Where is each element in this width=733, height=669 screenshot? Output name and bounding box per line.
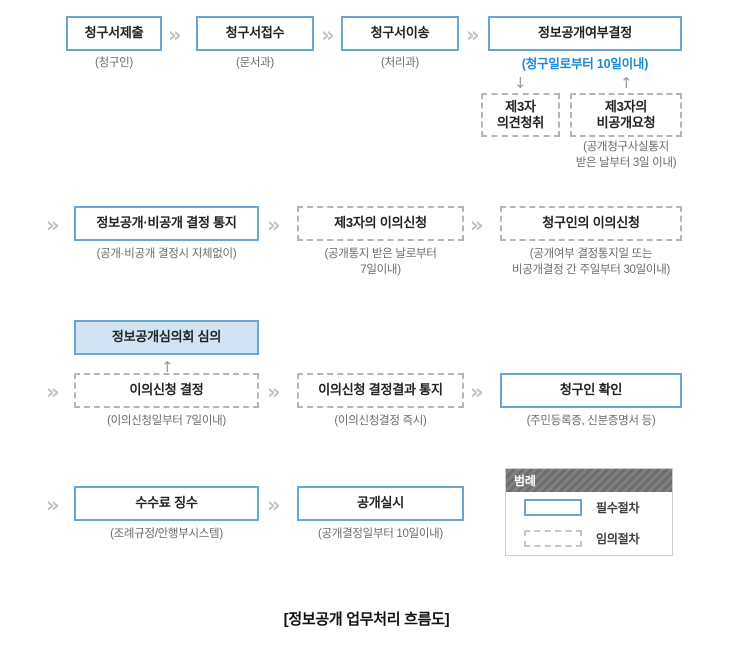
node-je3ja-uiuisincheong[interactable]: 제3자의 이의신청	[297, 206, 464, 241]
node-cheonggu-seo-jechul[interactable]: 청구서제출	[66, 16, 162, 51]
arrow-up-icon: ↑	[620, 74, 633, 92]
node-caption: (공개·비공개 결정시 지체없이)	[96, 248, 237, 260]
node-jeongbo-gonggae-yeobu-gyeoljeong[interactable]: 정보공개여부결정	[488, 16, 682, 51]
node-caption: (공개통지 받은 날로부터 7일이내)	[324, 248, 437, 276]
legend-title: 범례	[506, 469, 672, 492]
arrow-up-icon: ↑	[161, 358, 174, 376]
legend-label-required: 필수절차	[596, 501, 640, 515]
chevron-icon: »	[466, 23, 480, 47]
node-je3ja-bigonggae-yocheong[interactable]: 제3자의 비공개요청	[570, 93, 682, 137]
node-label: 제3자의 비공개요청	[596, 98, 656, 130]
node-cheonggu-seo-jeopsu[interactable]: 청구서접수	[196, 16, 314, 51]
node-label: 청구인의 이의신청	[542, 215, 640, 231]
chevron-icon: »	[470, 380, 484, 404]
node-label: 청구인 확인	[559, 382, 623, 398]
node-caption: (문서과)	[236, 57, 274, 69]
chevron-icon: »	[470, 213, 484, 237]
node-susuryo-jingsu[interactable]: 수수료 징수	[74, 486, 259, 521]
node-label: 정보공개심의회 심의	[111, 329, 222, 345]
node-cheongguin-uiuisincheong[interactable]: 청구인의 이의신청	[500, 206, 682, 241]
legend-swatch-required	[524, 499, 582, 516]
node-gonggae-silsi[interactable]: 공개실시	[297, 486, 464, 521]
node-caption: (청구인)	[95, 57, 133, 69]
chevron-icon: »	[46, 493, 60, 517]
node-caption: (이의신청일부터 7일이내)	[107, 415, 226, 427]
node-label: 청구서접수	[225, 25, 285, 41]
node-cheongguin-hwagin[interactable]: 청구인 확인	[500, 373, 682, 408]
node-label: 제3자 의견청취	[496, 98, 545, 130]
node-label: 정보공개·비공개 결정 통지	[96, 215, 237, 231]
node-label: 제3자의 이의신청	[334, 215, 427, 231]
node-caption: (처리과)	[381, 57, 419, 69]
figure-title: [정보공개 업무처리 흐름도]	[283, 611, 450, 628]
node-uiuisincheong-gyeoljeong[interactable]: 이의신청 결정	[74, 373, 259, 408]
node-cheonggu-seo-isong[interactable]: 청구서이송	[341, 16, 459, 51]
node-caption: (이의신청결정 즉시)	[334, 415, 427, 427]
chevron-icon: »	[46, 380, 60, 404]
node-simuihoe-simui[interactable]: 정보공개심의회 심의	[74, 320, 259, 355]
node-gyeoljeong-gyeolgwa-tongji[interactable]: 이의신청 결정결과 통지	[297, 373, 464, 408]
node-caption: (주민등록증, 신분증명서 등)	[526, 415, 656, 427]
node-caption: (공개청구사실통지 받은 날부터 3일 이내)	[575, 141, 677, 169]
chevron-icon: »	[267, 213, 281, 237]
chevron-icon: »	[267, 380, 281, 404]
legend-swatch-optional	[524, 530, 582, 547]
node-je3ja-uigyeon-cheongchwi[interactable]: 제3자 의견청취	[481, 93, 560, 137]
chevron-icon: »	[46, 213, 60, 237]
node-caption: (조례규정/안행부시스템)	[110, 528, 223, 540]
node-label: 이의신청 결정	[129, 382, 204, 398]
node-caption: (공개결정일부터 10일이내)	[318, 528, 443, 540]
node-label: 이의신청 결정결과 통지	[318, 382, 443, 398]
node-label: 수수료 징수	[135, 495, 198, 511]
legend-panel: 범례 필수절차 임의절차	[505, 468, 673, 556]
node-label: 정보공개여부결정	[537, 25, 633, 41]
chevron-icon: »	[267, 493, 281, 517]
node-caption-deadline: (청구일로부터 10일이내)	[521, 57, 649, 71]
legend-item-required: 필수절차	[506, 492, 672, 523]
node-label: 청구서이송	[370, 25, 430, 41]
chevron-icon: »	[168, 23, 182, 47]
node-gyeoljeong-tongji[interactable]: 정보공개·비공개 결정 통지	[74, 206, 259, 241]
node-label: 청구서제출	[84, 25, 144, 41]
node-label: 공개실시	[356, 495, 405, 511]
legend-item-optional: 임의절차	[506, 523, 672, 554]
arrow-down-icon: ↓	[514, 74, 527, 92]
node-caption: (공개여부 결정통지일 또는 비공개결정 간 주일부터 30일이내)	[511, 248, 671, 276]
legend-label-optional: 임의절차	[596, 532, 640, 546]
chevron-icon: »	[321, 23, 335, 47]
